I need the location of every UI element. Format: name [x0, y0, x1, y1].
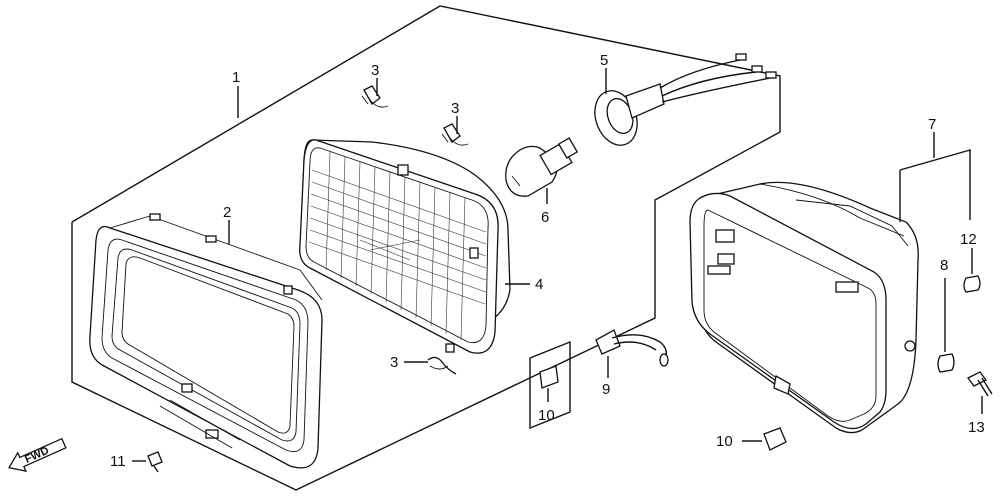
- forward-arrow-icon: FWD: [8, 437, 67, 473]
- part-3c-callout: 3: [390, 354, 428, 371]
- part-1-callout: 1: [232, 69, 240, 118]
- lens-pattern: [308, 151, 487, 341]
- part-11-label: 11: [110, 453, 126, 470]
- part-3a-label: 3: [371, 62, 379, 79]
- part-3a-callout: 3: [371, 62, 379, 96]
- part-12-label: 12: [960, 231, 977, 248]
- headlight-rim: [89, 213, 323, 469]
- part-1-label: 1: [232, 69, 240, 86]
- clip-lower: [427, 356, 457, 375]
- part-3c-label: 3: [390, 354, 398, 371]
- part-2-label: 2: [223, 204, 231, 221]
- clip-upper: [361, 85, 389, 108]
- part-8-spacer: 8: [937, 257, 955, 373]
- assembly-outline: [71, 5, 781, 491]
- part-7-label: 7: [928, 116, 936, 133]
- part-10b-clip: 10: [716, 427, 787, 451]
- part-6-label: 6: [541, 209, 549, 226]
- part-10a-clip: 10: [529, 340, 571, 430]
- part-9-bracket: 9: [595, 329, 669, 398]
- part-6-callout: 6: [541, 188, 549, 226]
- part-3b-label: 3: [451, 100, 459, 117]
- part-2-callout: 2: [223, 204, 231, 244]
- part-4-label: 4: [535, 276, 543, 293]
- part-11-screw: 11: [110, 451, 163, 473]
- part-12-nut: 12: [960, 231, 981, 293]
- fwd-label: FWD: [23, 445, 51, 466]
- part-9-label: 9: [602, 381, 610, 398]
- part-7-callout: 7: [899, 116, 971, 222]
- part-13-label: 13: [968, 419, 985, 436]
- part-8-label: 8: [940, 257, 948, 274]
- part-13-bolt: 13: [967, 371, 993, 436]
- part-5-label: 5: [600, 52, 608, 69]
- sealed-beam-unit: [299, 139, 511, 354]
- bulb: [505, 137, 579, 197]
- bulb-socket: [594, 53, 777, 146]
- headlight-case: [689, 181, 919, 434]
- part-3b-callout: 3: [451, 100, 459, 134]
- part-10b-label: 10: [716, 433, 733, 450]
- part-4-callout: 4: [505, 276, 543, 293]
- clip-middle: [441, 123, 469, 146]
- part-5-callout: 5: [600, 52, 608, 94]
- part-10a-label: 10: [538, 407, 555, 424]
